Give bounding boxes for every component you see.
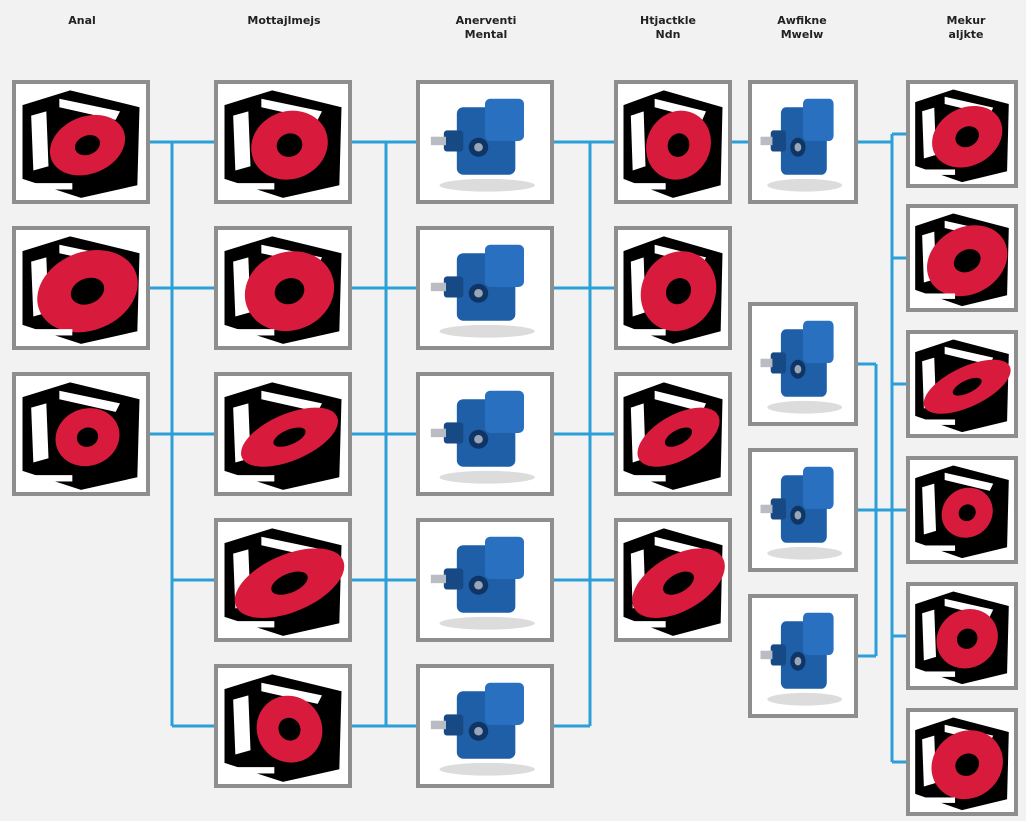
foot-mount-hollow-icon (16, 376, 146, 492)
foot-mount-shaft-icon[interactable] (12, 80, 150, 204)
housing-cube-icon (218, 668, 348, 784)
helical-gear-unit-icon (420, 230, 550, 346)
foot-mount-disc-icon[interactable] (12, 226, 150, 350)
shaft-mount-unit-icon[interactable] (416, 664, 554, 788)
hollow-shaft-unit-icon[interactable] (416, 518, 554, 642)
flange-adapter-icon (618, 230, 728, 346)
parallel-shaft-unit-icon[interactable] (416, 372, 554, 496)
bevel-gear-unit-icon[interactable] (416, 80, 554, 204)
bevel-gear-unit-icon (420, 84, 550, 200)
housing-cube-icon[interactable] (214, 664, 352, 788)
servo-adapter-icon (618, 522, 728, 638)
housing-torque-arm-icon[interactable] (214, 372, 352, 496)
hollow-shaft-unit-icon (420, 522, 550, 638)
housing-flange-icon (218, 230, 348, 346)
motor-standard-icon (752, 84, 854, 200)
iec-adapter-icon[interactable] (614, 80, 732, 204)
option-fan-icon[interactable] (906, 204, 1018, 312)
housing-foot-icon[interactable] (214, 80, 352, 204)
option-brake-icon (910, 84, 1014, 184)
column-title-motor-options: Mekur aljkte (896, 14, 1026, 42)
motor-encoder-icon[interactable] (748, 448, 858, 572)
option-encoder-icon (910, 334, 1014, 434)
square-adapter-icon[interactable] (614, 372, 732, 496)
column-title-gear-unit: Anerventi Mental (416, 14, 556, 42)
flange-adapter-icon[interactable] (614, 226, 732, 350)
option-terminal-box-icon[interactable] (906, 456, 1018, 564)
option-sensor-icon[interactable] (906, 708, 1018, 816)
option-brake-icon[interactable] (906, 80, 1018, 188)
iec-adapter-icon (618, 84, 728, 200)
servo-adapter-icon[interactable] (614, 518, 732, 642)
option-connector-icon (910, 586, 1014, 686)
motor-encoder-icon (752, 452, 854, 568)
parallel-shaft-unit-icon (420, 376, 550, 492)
motor-brake-icon (752, 306, 854, 422)
option-encoder-icon[interactable] (906, 330, 1018, 438)
foot-mount-shaft-icon (16, 84, 146, 200)
motor-brake-icon[interactable] (748, 302, 858, 426)
motor-fan-icon (752, 598, 854, 714)
column-title-adapter: Htjactkle Ndn (598, 14, 738, 42)
housing-compact-icon (218, 522, 348, 638)
motor-fan-icon[interactable] (748, 594, 858, 718)
option-connector-icon[interactable] (906, 582, 1018, 690)
option-sensor-icon (910, 712, 1014, 812)
foot-mount-disc-icon (16, 230, 146, 346)
column-title-housing: Mottajlmejs (214, 14, 354, 28)
housing-foot-icon (218, 84, 348, 200)
column-title-mounting: Anal (12, 14, 152, 28)
housing-compact-icon[interactable] (214, 518, 352, 642)
housing-torque-arm-icon (218, 376, 348, 492)
shaft-mount-unit-icon (420, 668, 550, 784)
option-terminal-box-icon (910, 460, 1014, 560)
housing-flange-icon[interactable] (214, 226, 352, 350)
foot-mount-hollow-icon[interactable] (12, 372, 150, 496)
column-title-motor: Awfikne Mwelw (732, 14, 872, 42)
square-adapter-icon (618, 376, 728, 492)
motor-standard-icon[interactable] (748, 80, 858, 204)
helical-gear-unit-icon[interactable] (416, 226, 554, 350)
option-fan-icon (910, 208, 1014, 308)
